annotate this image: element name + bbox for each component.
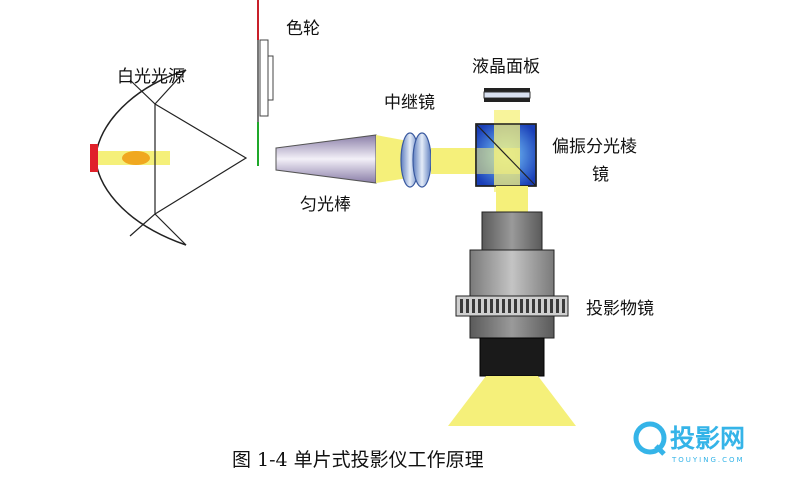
focus-ring-tooth [478, 299, 481, 313]
focus-ring-tooth [460, 299, 463, 313]
upper-ray [154, 69, 187, 105]
focus-ring-tooth [484, 299, 487, 313]
prism-to-lens-beam [496, 186, 528, 212]
focus-ring-tooth [502, 299, 505, 313]
rod-to-lens-beam [376, 135, 408, 183]
watermark-q-icon [633, 421, 667, 455]
label-pbs-line-1: 偏振分光棱 [552, 137, 637, 157]
lens-to-prism-beam [431, 148, 477, 174]
focus-ring-knurls [460, 299, 565, 313]
lower-ray [154, 213, 187, 246]
light-rod [275, 134, 377, 184]
color-wheel [257, 0, 274, 166]
lcd-panel-glass [483, 91, 531, 99]
projection-lens-mid-barrel [469, 249, 555, 297]
focus-ring-tooth [472, 299, 475, 313]
lamp-filament [122, 151, 150, 165]
relay-lens-element-2 [412, 132, 432, 188]
color-wheel-hub [259, 39, 269, 117]
white-light-source [90, 69, 248, 246]
label-relay-lens: 中继镜 [384, 93, 435, 113]
focus-ring-tooth [556, 299, 559, 313]
focus-ring-tooth [490, 299, 493, 313]
reflector-rays [129, 79, 156, 237]
label-projection-lens: 投影物镜 [586, 299, 654, 319]
label-lcd-panel: 液晶面板 [472, 57, 540, 77]
figure-caption: 图 1-4 单片式投影仪工作原理 [232, 449, 484, 471]
focus-ring-tooth [550, 299, 553, 313]
focus-ring-tooth [544, 299, 547, 313]
projection-lens-lower-barrel [469, 315, 555, 339]
focus-ring-tooth [520, 299, 523, 313]
relay-lens [400, 132, 432, 188]
prism-horizontal-beam [476, 148, 520, 174]
watermark-logo: 投影网 TOUYING.COM [633, 421, 745, 464]
watermark-text: 投影网 [670, 424, 745, 453]
focus-ring-tooth [508, 299, 511, 313]
projection-lens-top-barrel [481, 211, 543, 251]
projection-lens [455, 211, 569, 377]
focus-ring-tooth [532, 299, 535, 313]
watermark-subtext: TOUYING.COM [671, 456, 745, 464]
watermark-q-tail [654, 444, 666, 456]
prism-diagonal [475, 123, 537, 187]
focus-ring-tooth [538, 299, 541, 313]
label-color-wheel: 色轮 [286, 19, 320, 39]
reflector-cap [90, 144, 98, 172]
lcd-panel-bottom-plate [484, 98, 530, 102]
lcd-panel-top-plate [484, 88, 530, 92]
color-wheel-motor [267, 55, 274, 101]
label-pbs-line-2: 镜 [592, 165, 609, 185]
focus-ring-tooth [514, 299, 517, 313]
focus-ring-tooth [562, 299, 565, 313]
projection-lens-front-element [479, 337, 545, 377]
lcd-panel [483, 88, 531, 102]
label-white-light-source: 白光光源 [117, 67, 185, 87]
focus-ring-tooth [496, 299, 499, 313]
focus-rays [154, 103, 248, 215]
pbs-prism [475, 110, 537, 192]
output-beam [448, 376, 576, 426]
focus-ring-tooth [466, 299, 469, 313]
label-light-rod: 匀光棒 [300, 195, 351, 215]
focus-ring-tooth [526, 299, 529, 313]
